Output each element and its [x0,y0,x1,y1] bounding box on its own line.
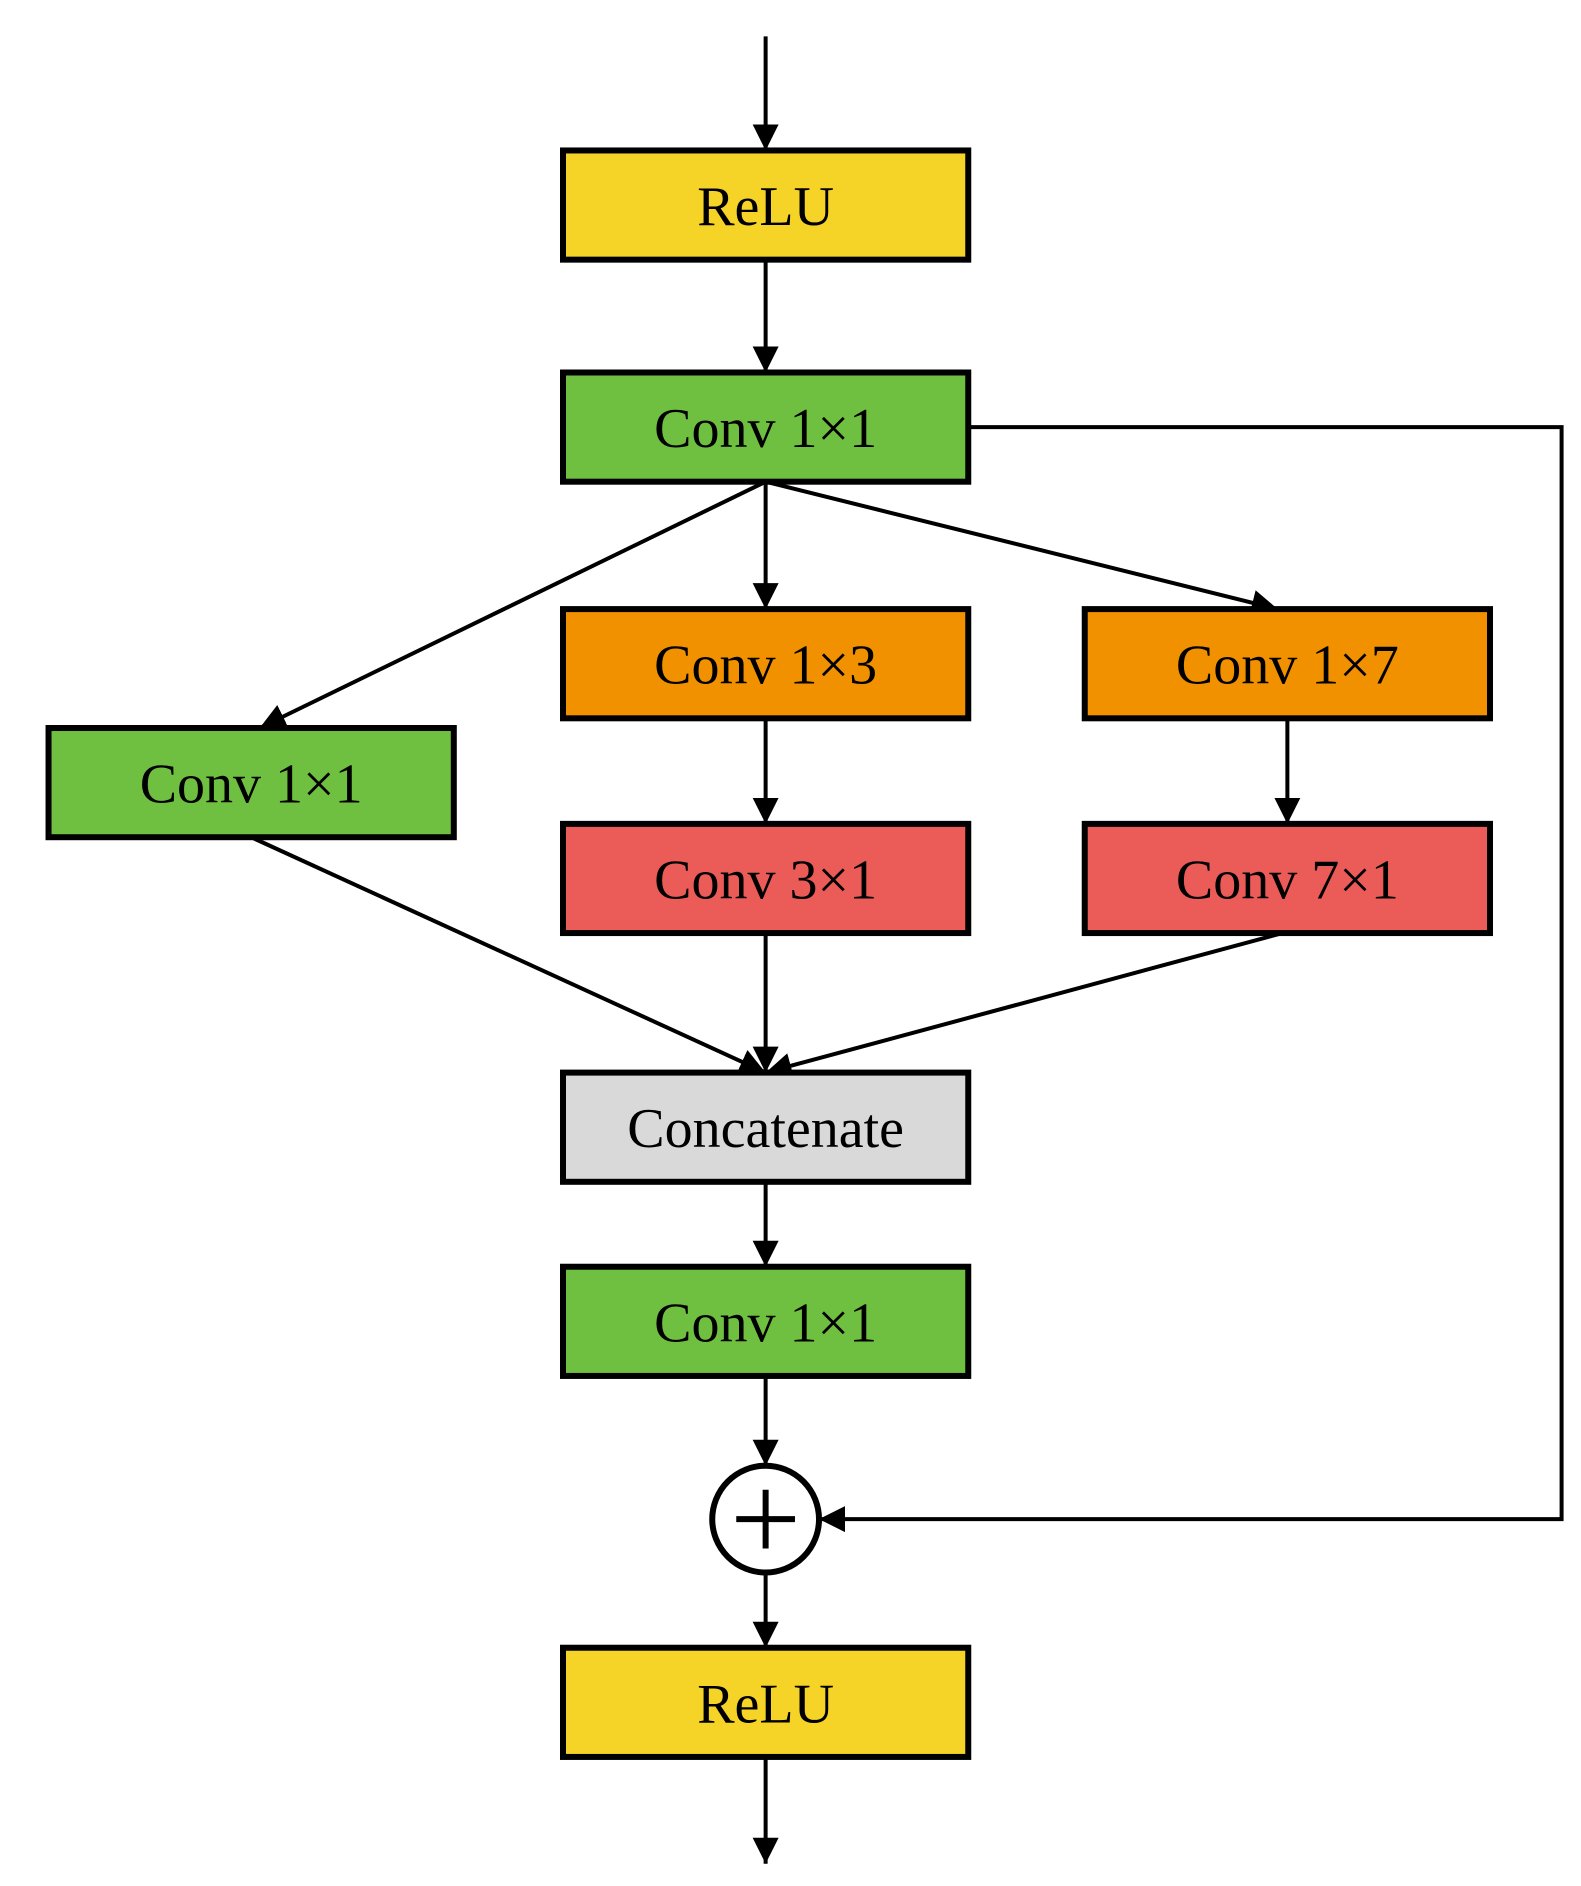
conv3x1-box [559,820,972,937]
node-conv3x1: Conv 3×1 [559,820,972,937]
conv1x1_left-box [45,725,457,841]
conv1x7-label: Conv 1×7 [1176,635,1399,697]
node-conv1x7: Conv 1×7 [1081,606,1493,722]
edge-conv7x1-to-concat [765,931,1284,1079]
node-conv1x1_bottom: Conv 1×1 [559,1263,972,1379]
edges-layer [250,36,1564,1864]
node-conv1x1_top: Conv 1×1 [559,369,972,485]
conv1x3-label: Conv 1×3 [654,635,877,697]
conv7x1-label: Conv 7×1 [1176,849,1399,911]
relu_out-label: ReLU [697,1673,834,1735]
conv1x1_left-label: Conv 1×1 [140,754,363,816]
node-add: + [709,1462,823,1576]
conv3x1-label: Conv 3×1 [654,849,877,911]
conv1x1_bottom-box [559,1263,972,1379]
concat-label: Concatenate [627,1098,904,1160]
node-relu_in: ReLU [559,147,972,263]
node-conv1x1_left: Conv 1×1 [45,725,457,841]
conv1x7-box [1081,606,1493,722]
conv1x1_top-label: Conv 1×1 [654,398,877,460]
conv1x1_top-box [559,369,972,485]
concat-box [559,1069,972,1185]
edge-conv1x1_left-to-concat [250,835,767,1075]
relu_in-box [559,147,972,263]
node-concat: Concatenate [559,1069,972,1185]
relu_in-label: ReLU [697,176,834,238]
node-conv1x3: Conv 1×3 [559,606,972,722]
conv1x3-box [559,606,972,722]
conv1x1_bottom-label: Conv 1×1 [654,1292,877,1354]
edge-conv1x1_top-to-add [819,425,1564,1533]
edge-conv1x1_top-to-conv1x1_left [258,479,767,730]
node-conv7x1: Conv 7×1 [1081,820,1493,937]
node-relu_out: ReLU [559,1644,972,1760]
edge-conv1x1_top-to-conv1x7 [765,479,1279,616]
conv7x1-box [1081,820,1493,937]
relu_out-box [559,1644,972,1760]
